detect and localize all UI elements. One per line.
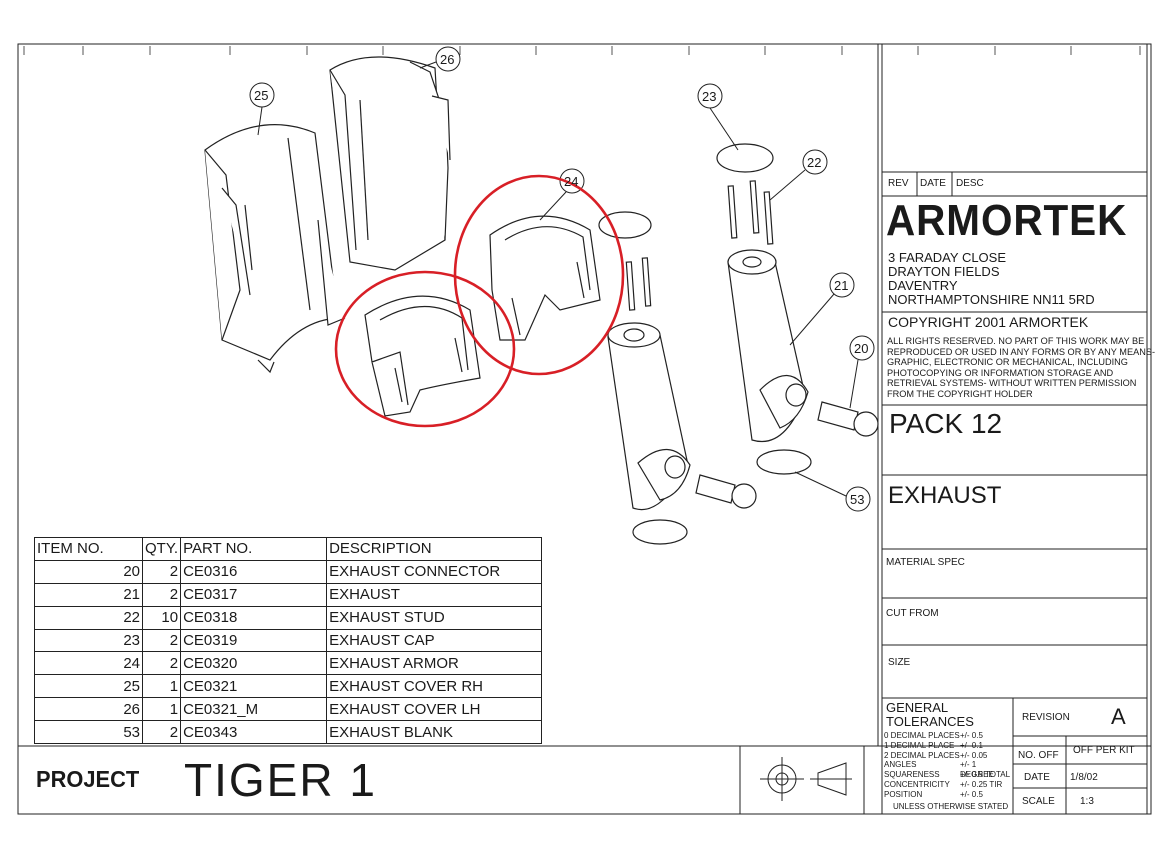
balloon-label-53: 53	[850, 492, 865, 507]
top-ruler-ticks	[23, 46, 1141, 55]
cut-from-label: CUT FROM	[886, 608, 939, 619]
desc-header: DESC	[956, 178, 984, 189]
parts-exhaust-assembly	[598, 143, 879, 545]
date-label: DATE	[1024, 772, 1050, 783]
part-25-exhaust-cover-rh	[204, 124, 339, 374]
bom-header-item: ITEM NO.	[34, 537, 143, 561]
pack-label: PACK 12	[889, 408, 1003, 439]
balloon-label-23: 23	[702, 89, 717, 104]
project-name: TIGER 1	[184, 754, 377, 806]
address-line-3: DAVENTRY	[888, 278, 958, 293]
balloon-label-25: 25	[254, 88, 269, 103]
material-spec-label: MATERIAL SPEC	[886, 557, 965, 568]
scale-label: SCALE	[1022, 796, 1055, 807]
tolerance-note: UNLESS OTHERWISE STATED	[893, 802, 1009, 811]
no-off-label: NO. OFF	[1018, 750, 1059, 761]
leader-lines	[257, 61, 859, 497]
balloon-label-20: 20	[854, 341, 869, 356]
address-line-2: DRAYTON FIELDS	[888, 264, 1000, 279]
balloon-label-21: 21	[834, 278, 849, 293]
project-label: PROJECT	[36, 766, 140, 792]
revision-value: A	[1111, 704, 1126, 729]
sheet-border	[17, 43, 1152, 815]
tolerance-list: 0 DECIMAL PLACES+/- 0.5 1 DECIMAL PLACE+…	[884, 731, 1012, 800]
no-off-value: OFF PER KIT	[1073, 745, 1135, 756]
assembly-name: EXHAUST	[888, 482, 1002, 509]
date-value: 1/8/02	[1070, 772, 1098, 783]
tolerance-row: 2 DECIMAL PLACES+/- 0.05	[884, 750, 988, 760]
tolerance-row: POSITION+/- 0.5	[884, 789, 983, 799]
part-53-blank	[756, 449, 812, 475]
tolerances-title-2: TOLERANCES	[886, 714, 974, 729]
balloon-label-24: 24	[564, 174, 579, 189]
company-logo: ARMORTEK	[886, 196, 1128, 245]
revision-label: REVISION	[1022, 712, 1070, 723]
red-highlight-circle-lower	[334, 270, 516, 428]
part-20-connector	[817, 401, 859, 431]
balloon-label-26: 26	[440, 52, 455, 67]
tolerance-row: ANGLES+/- 1 DEGREE	[884, 760, 994, 780]
red-highlight-circle-upper	[453, 174, 625, 376]
bom-header-row: ITEM NO. QTY. PART NO. DESCRIPTION	[34, 537, 543, 561]
part-26-exhaust-cover-lh	[317, 56, 451, 326]
bom-header-desc: DESCRIPTION	[326, 537, 543, 561]
item-balloons	[249, 46, 875, 512]
tolerances-title-1: GENERAL	[886, 700, 949, 715]
address-line-4: NORTHAMPTONSHIRE NN11 5RD	[888, 292, 1095, 307]
legal-notice: ALL RIGHTS RESERVED. NO PART OF THIS WOR…	[887, 336, 1156, 399]
size-label: SIZE	[888, 657, 911, 668]
address-line-1: 3 FARADAY CLOSE	[888, 250, 1007, 265]
tolerance-row: 0 DECIMAL PLACES+/- 0.5	[884, 731, 983, 740]
scale-value: 1:3	[1080, 796, 1094, 807]
tolerance-row: CONCENTRICITY+/- 0.25 TIR	[884, 779, 1003, 789]
bom-header-qty: QTY.	[141, 537, 182, 561]
part-23-cap	[716, 143, 774, 173]
tolerance-row: SQUARENESS+/- 0.5 TOTAL	[884, 770, 1011, 780]
date-header: DATE	[920, 178, 946, 189]
balloon-label-22: 22	[807, 155, 822, 170]
rev-header: REV	[888, 178, 909, 189]
bom-header-part: PART NO.	[180, 537, 328, 561]
part-24-exhaust-armor	[364, 215, 601, 417]
copyright-line: COPYRIGHT 2001 ARMORTEK	[888, 314, 1089, 330]
tolerance-row: 1 DECIMAL PLACE+/- 0.1	[884, 740, 983, 750]
highlight-markup	[334, 174, 625, 428]
